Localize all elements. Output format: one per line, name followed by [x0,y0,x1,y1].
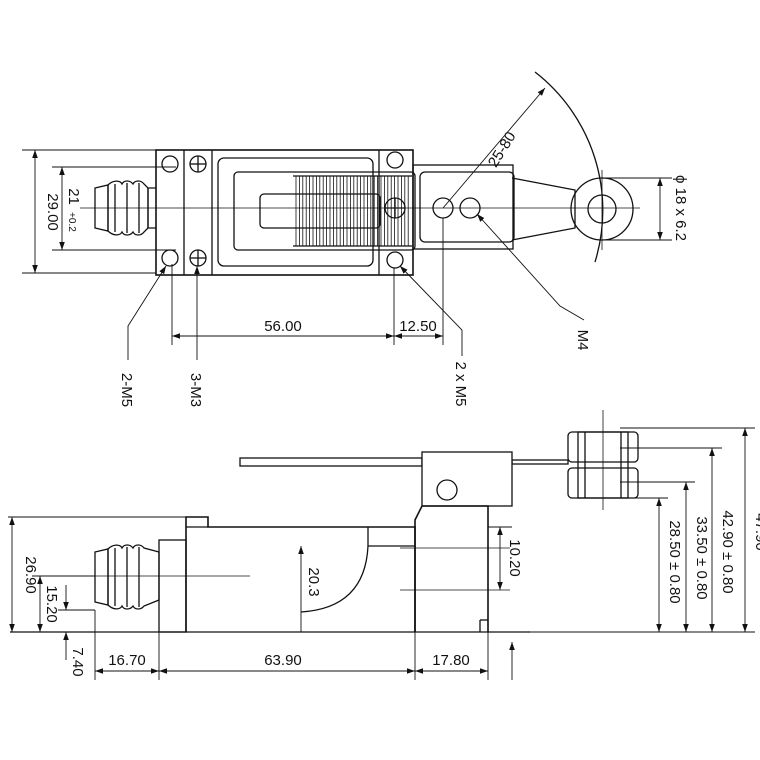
spring-coil [293,175,412,247]
label-m5-left: 2-M5 [118,373,135,407]
roller-side [567,410,639,510]
label-m5-right: 2 x M5 [452,361,469,406]
mount-hole-top-left [161,155,179,173]
dim-height-label: 29.00 [44,193,61,231]
screw-bottom [189,249,207,267]
mount-hole-top-right [386,151,404,169]
dim-step-label: 10.20 [506,539,523,577]
dim-roller-label: ϕ 18 x 6.2 [672,175,689,241]
mount-hole-bottom-left [161,249,179,267]
dim-radius-label: 20.3 [305,567,322,596]
lever-arm-top [412,164,576,250]
dim-height-left-label: 26.90 [22,556,39,594]
dim-bottom-label: 7.40 [69,647,86,676]
arm-block-side [421,451,513,507]
screw-top [189,155,207,173]
mount-hole-bottom-right [386,251,404,269]
dim-spacing-label: 56.00 [264,318,302,335]
label-m3: 3-M3 [187,373,204,407]
top-view: 25-80 29.00 21 +0.2 ϕ 18 x 6.2 56.00 12.… [22,71,689,407]
dim-inner-value: 21 [65,188,82,205]
dim-len-a-label: 16.70 [108,652,146,669]
label-m4: M4 [574,330,591,351]
dim-plunger-label: 15.20 [43,585,60,623]
dim-h1-label: 42.90 ± 0.80 [719,510,736,593]
dim-travel-label: 25-80 [485,129,520,171]
dim-total-label: 47.90 [752,513,760,551]
dim-inner-tolerance: +0.2 [66,212,77,232]
side-view: 26.90 15.20 7.40 16.70 63.90 17.80 20.3 … [8,410,760,680]
dim-len-c-label: 17.80 [432,652,470,669]
dim-inner-label: 21 +0.2 [65,188,82,232]
dim-offset-label: 12.50 [399,318,437,335]
dim-h3-label: 28.50 ± 0.80 [666,520,683,603]
plunger-boot-side [94,544,160,610]
dim-h2-label: 33.50 ± 0.80 [693,516,710,599]
dim-len-b-label: 63.90 [264,652,302,669]
